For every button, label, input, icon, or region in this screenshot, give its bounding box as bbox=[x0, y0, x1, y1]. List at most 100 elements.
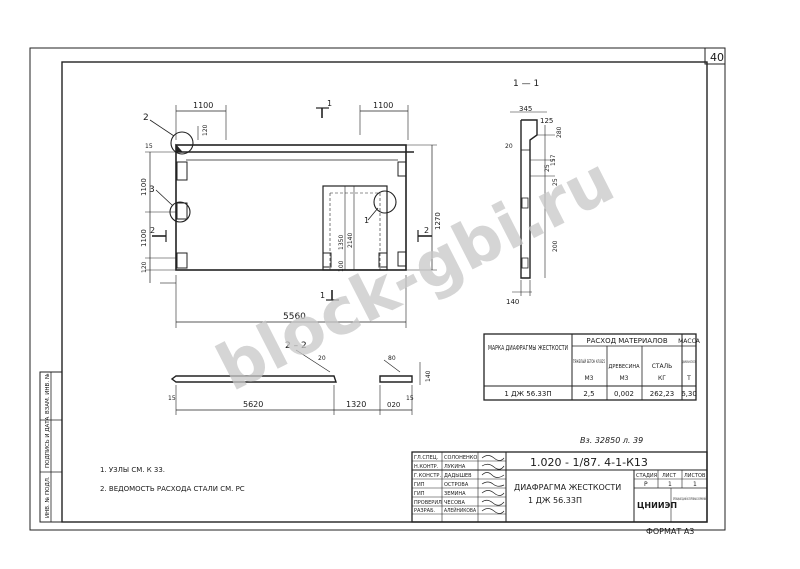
dim-120-top: 120 bbox=[202, 124, 209, 136]
row-steel: 262,23 bbox=[650, 390, 675, 398]
role-4: ГИП bbox=[414, 482, 425, 488]
dim-overall: 5560 bbox=[283, 312, 306, 322]
side-stamp-1: ВЗАМ. ИНВ. № bbox=[45, 373, 51, 414]
sub-concrete: ТЯЖЕЛЫЙ БЕТОН КЛ.В25 bbox=[572, 358, 605, 365]
org-name: ЦНИИЭП bbox=[637, 501, 677, 510]
name-7: АЛЕЙНИКОВА bbox=[444, 507, 477, 514]
inner-frame bbox=[61, 61, 708, 523]
sub-mass-unit: Т bbox=[686, 375, 691, 382]
plan-view bbox=[145, 105, 437, 328]
dim-door-1350: 1350 bbox=[338, 235, 345, 250]
dim-door-2140: 2140 bbox=[347, 233, 354, 248]
callout-2: 2 bbox=[143, 113, 149, 123]
dim-top-right: 1100 bbox=[373, 101, 393, 110]
callout-1: 1 bbox=[364, 216, 369, 225]
name-2: ЛУКИНА bbox=[444, 464, 466, 470]
dim-right-1270: 1270 bbox=[434, 212, 442, 230]
watermark: block-gbi.ru bbox=[206, 143, 626, 406]
s11-dim-25a: 25 bbox=[544, 164, 551, 172]
section-2-2-labels: 2 – 2 20 80 140 15 5620 1320 020 15 bbox=[168, 341, 432, 409]
col-mark: МАРКА ДИАФРАГМЫ ЖЕСТКОСТИ bbox=[488, 344, 568, 352]
col-mark-label: МАРКА ДИАФРАГМЫ ЖЕСТКОСТИ bbox=[488, 344, 568, 352]
role-5: ГИП bbox=[414, 491, 425, 497]
sub-mass: ДИАФРАГМЫ ЖЕСТКОСТИ bbox=[683, 360, 696, 364]
stage-value: Р bbox=[644, 481, 648, 488]
dim-left-1100b: 1100 bbox=[140, 229, 148, 247]
sub-wood-unit: М3 bbox=[620, 375, 629, 382]
row-mass: 6,30 bbox=[681, 390, 697, 398]
row-concrete: 2,5 bbox=[583, 390, 594, 398]
s11-dim-125: 125 bbox=[540, 117, 553, 125]
role-3: Г.КОНСТР. bbox=[414, 473, 441, 479]
s11-dim-345: 345 bbox=[519, 105, 532, 113]
archive-note: Вз. 32850 л. 39 bbox=[580, 436, 643, 445]
sheets-value: 1 bbox=[693, 481, 697, 488]
outer-frame bbox=[29, 47, 726, 531]
note-2: 2. ВЕДОМОСТЬ РАСХОДА СТАЛИ СМ. РС bbox=[100, 485, 245, 493]
s11-dim-280: 280 bbox=[556, 126, 563, 138]
dim-top-left: 1100 bbox=[193, 101, 213, 110]
s22-dim-140: 140 bbox=[425, 370, 432, 382]
s22-dim-020: 020 bbox=[387, 401, 400, 409]
role-1: ГЛ.СПЕЦ. bbox=[414, 455, 439, 461]
s11-dim-140: 140 bbox=[506, 298, 519, 306]
sheet-label: ЛИСТ bbox=[662, 473, 677, 479]
name-5: ЗЕМИНА bbox=[444, 491, 466, 497]
s22-dim-1320: 1320 bbox=[346, 400, 366, 409]
page-number: 40 bbox=[710, 51, 724, 64]
stage-label: СТАДИЯ bbox=[636, 473, 657, 479]
sub-wood: ДРЕВЕСИНА bbox=[608, 364, 640, 370]
section-2-2-drawing bbox=[170, 349, 421, 415]
role-6: ПРОВЕРИЛ bbox=[414, 500, 442, 506]
side-stamp: ВЗАМ. ИНВ. № ПОДПИСЬ И ДАТА ИНВ. № ПОДЛ. bbox=[39, 371, 63, 523]
col-materials: РАСХОД МАТЕРИАЛОВ bbox=[586, 337, 667, 345]
s22-dim-15b: 15 bbox=[406, 395, 414, 402]
name-3: ДАДЫШЕВ bbox=[444, 473, 472, 479]
section-mark-1-top: 1 bbox=[327, 99, 332, 108]
section-1-1-drawing bbox=[510, 111, 555, 296]
s22-dim-15a: 15 bbox=[168, 395, 176, 402]
section-1-1-labels: 1 — 1 345 125 20 280 157 25 25 200 140 bbox=[505, 79, 563, 306]
section-mark-2-left: 2 bbox=[150, 226, 155, 235]
section-mark-1-bottom: 1 bbox=[320, 291, 325, 300]
sheet-value: 1 bbox=[668, 481, 672, 488]
materials-table bbox=[483, 333, 697, 401]
name-1: СОЛОНЕНКО bbox=[444, 455, 477, 461]
dim-15: 15 bbox=[145, 143, 153, 150]
row-mark: 1 ДЖ 56.33П bbox=[504, 390, 551, 398]
name-6: ЧЕСОВА bbox=[444, 500, 465, 506]
role-2: Н.КОНТР. bbox=[414, 464, 439, 470]
materials-table-text: МАРКА ДИАФРАГМЫ ЖЕСТКОСТИ РАСХОД МАТЕРИА… bbox=[488, 337, 701, 398]
side-stamp-3: ИНВ. № ПОДЛ. bbox=[45, 476, 51, 518]
sub-concrete-unit: М3 bbox=[585, 375, 594, 382]
sheets-label: ЛИСТОВ bbox=[684, 473, 706, 479]
s22-dim-80: 80 bbox=[388, 355, 396, 362]
s11-dim-25b: 25 bbox=[552, 178, 559, 186]
name-4: ОСТРОВА bbox=[444, 482, 469, 488]
doc-code: 1.020 - 1/87. 4-1-К13 bbox=[530, 456, 648, 469]
title-block-text: ГЛ.СПЕЦ. Н.КОНТР. Г.КОНСТР. ГИП ГИП ПРОВ… bbox=[414, 455, 706, 514]
callout-3: 3 bbox=[149, 185, 155, 195]
row-wood: 0,002 bbox=[614, 390, 634, 398]
dim-left-1100a: 1100 bbox=[140, 178, 148, 196]
dim-left-120: 120 bbox=[141, 261, 148, 273]
s11-dim-20: 20 bbox=[505, 143, 513, 150]
doc-title-line2: 1 ДЖ 56.33П bbox=[528, 496, 582, 505]
section-mark-2-right: 2 bbox=[424, 226, 429, 235]
sub-steel-unit: КГ bbox=[658, 375, 666, 382]
format-label: ФОРМАТ А3 bbox=[646, 527, 694, 536]
title-block bbox=[411, 451, 708, 523]
s22-dim-5620: 5620 bbox=[243, 400, 263, 409]
plan-labels: 1100 1100 120 15 1100 1100 120 1270 1350… bbox=[140, 99, 442, 322]
side-stamp-2: ПОДПИСЬ И ДАТА bbox=[45, 416, 51, 468]
section-2-2-title: 2 – 2 bbox=[285, 341, 307, 351]
s11-dim-157: 157 bbox=[550, 154, 557, 166]
s11-dim-200: 200 bbox=[552, 240, 559, 252]
col-mass: МАССА bbox=[678, 338, 701, 345]
dim-door-100: 100 bbox=[338, 260, 345, 272]
section-1-1-title: 1 — 1 bbox=[513, 79, 539, 89]
sub-steel: СТАЛЬ bbox=[652, 363, 673, 370]
s22-dim-20: 20 bbox=[318, 355, 326, 362]
page-number-box bbox=[704, 47, 726, 65]
